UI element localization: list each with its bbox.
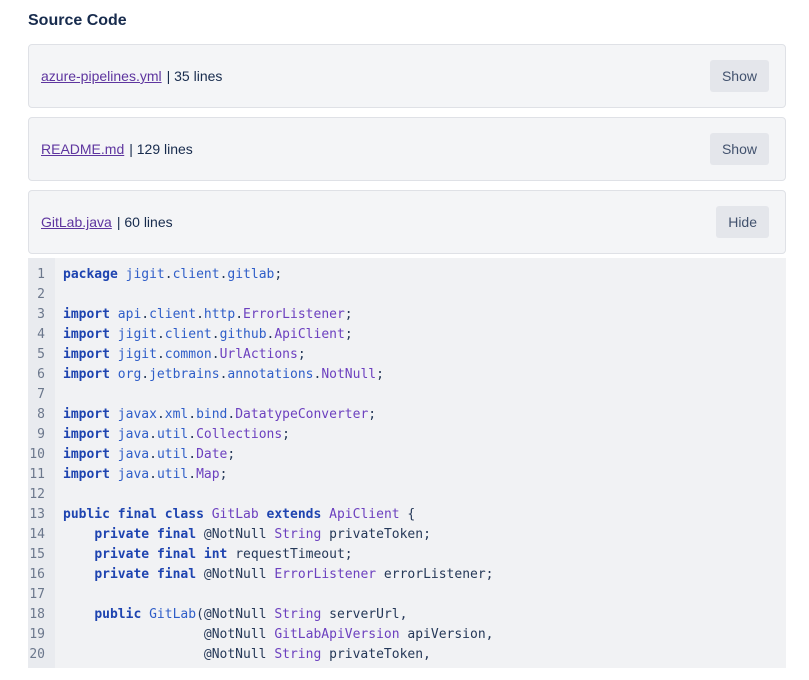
code-text: import org.jetbrains.annotations.NotNull… [55, 365, 384, 385]
line-number: 4 [28, 325, 55, 345]
line-number: 7 [28, 385, 55, 405]
code-text: package jigit.client.gitlab; [55, 265, 282, 285]
code-line: 15 private final int requestTimeout; [28, 545, 786, 565]
file-panel-list: azure-pipelines.yml | 35 lines Show READ… [28, 44, 786, 254]
code-text: private final @NotNull String privateTok… [55, 525, 431, 545]
show-button[interactable]: Show [710, 60, 769, 92]
line-number: 14 [28, 525, 55, 545]
line-number: 12 [28, 485, 55, 505]
code-line: 20 @NotNull String privateToken, [28, 645, 786, 665]
code-line: 12 [28, 485, 786, 505]
code-line: 1package jigit.client.gitlab; [28, 265, 786, 285]
code-text [55, 385, 63, 405]
file-meta: | 129 lines [129, 141, 193, 157]
code-text: import api.client.http.ErrorListener; [55, 305, 353, 325]
file-panel-gitlab-java: GitLab.java | 60 lines Hide [28, 190, 786, 254]
code-text: public GitLab(@NotNull String serverUrl, [55, 605, 407, 625]
code-line: 13public final class GitLab extends ApiC… [28, 505, 786, 525]
line-number: 17 [28, 585, 55, 605]
line-number: 8 [28, 405, 55, 425]
code-text: import java.util.Date; [55, 445, 235, 465]
code-line: 19 @NotNull GitLabApiVersion apiVersion, [28, 625, 786, 645]
line-number: 1 [28, 265, 55, 285]
file-meta: | 35 lines [167, 68, 223, 84]
line-number: 18 [28, 605, 55, 625]
file-meta: | 60 lines [117, 214, 173, 230]
code-text: import jigit.client.github.ApiClient; [55, 325, 353, 345]
code-line: 3import api.client.http.ErrorListener; [28, 305, 786, 325]
code-block: 1package jigit.client.gitlab;23import ap… [28, 258, 786, 668]
line-number: 9 [28, 425, 55, 445]
line-number: 10 [28, 445, 55, 465]
code-line: 17 [28, 585, 786, 605]
show-button[interactable]: Show [710, 133, 769, 165]
code-text: import jigit.common.UrlActions; [55, 345, 306, 365]
line-number: 2 [28, 285, 55, 305]
code-line: 8import javax.xml.bind.DatatypeConverter… [28, 405, 786, 425]
code-line: 16 private final @NotNull ErrorListener … [28, 565, 786, 585]
code-line: 7 [28, 385, 786, 405]
file-panel-readme: README.md | 129 lines Show [28, 117, 786, 181]
code-text: import java.util.Map; [55, 465, 227, 485]
code-text: import javax.xml.bind.DatatypeConverter; [55, 405, 376, 425]
file-panel-azure-pipelines: azure-pipelines.yml | 35 lines Show [28, 44, 786, 108]
code-text [55, 485, 63, 505]
code-line: 11import java.util.Map; [28, 465, 786, 485]
code-line: 4import jigit.client.github.ApiClient; [28, 325, 786, 345]
line-number: 3 [28, 305, 55, 325]
code-line: 9import java.util.Collections; [28, 425, 786, 445]
code-text: @NotNull String privateToken, [55, 645, 431, 665]
code-text: import java.util.Collections; [55, 425, 290, 445]
line-number: 13 [28, 505, 55, 525]
file-link[interactable]: GitLab.java [41, 214, 112, 230]
code-text: private final @NotNull ErrorListener err… [55, 565, 494, 585]
code-line: 2 [28, 285, 786, 305]
code-line: 18 public GitLab(@NotNull String serverU… [28, 605, 786, 625]
line-number: 6 [28, 365, 55, 385]
page-title: Source Code [28, 12, 809, 30]
line-number: 20 [28, 645, 55, 665]
line-number: 19 [28, 625, 55, 645]
line-number: 5 [28, 345, 55, 365]
file-link[interactable]: azure-pipelines.yml [41, 68, 162, 84]
line-number: 15 [28, 545, 55, 565]
line-number: 11 [28, 465, 55, 485]
line-number: 16 [28, 565, 55, 585]
code-line: 6import org.jetbrains.annotations.NotNul… [28, 365, 786, 385]
code-text [55, 585, 63, 605]
code-line: 10import java.util.Date; [28, 445, 786, 465]
code-text: public final class GitLab extends ApiCli… [55, 505, 415, 525]
code-text [55, 285, 63, 305]
file-link[interactable]: README.md [41, 141, 124, 157]
code-text: private final int requestTimeout; [55, 545, 353, 565]
hide-button[interactable]: Hide [716, 206, 769, 238]
code-text: @NotNull GitLabApiVersion apiVersion, [55, 625, 493, 645]
code-line: 5import jigit.common.UrlActions; [28, 345, 786, 365]
code-line: 14 private final @NotNull String private… [28, 525, 786, 545]
